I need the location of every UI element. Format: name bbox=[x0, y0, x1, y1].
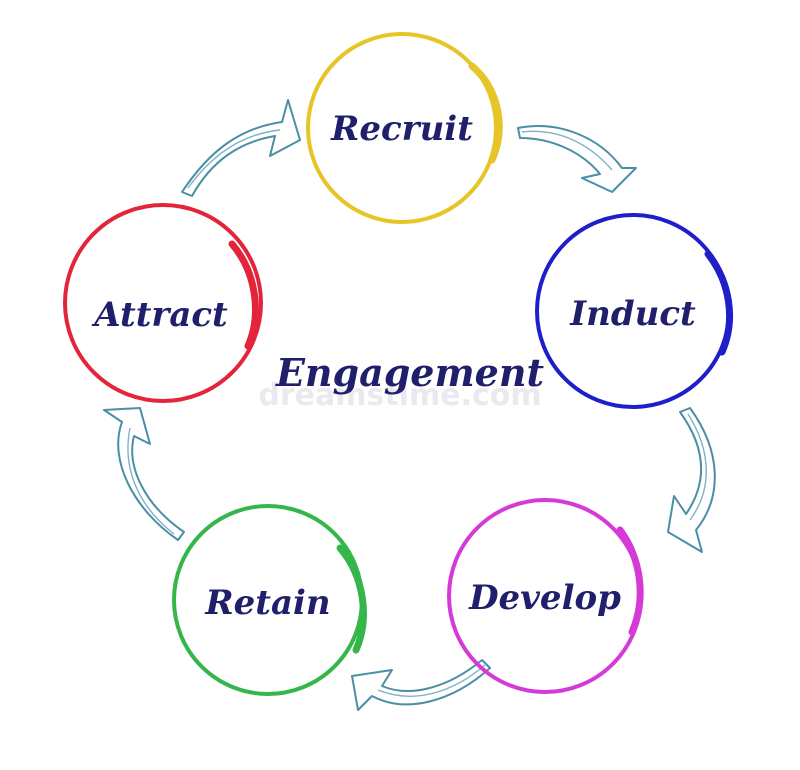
node-attract: Attract bbox=[63, 203, 263, 403]
attract-circle bbox=[63, 203, 263, 403]
develop-brush-stroke bbox=[616, 526, 644, 636]
induct-label: Induct bbox=[569, 294, 696, 334]
arrow-retain-to-attract bbox=[103, 407, 185, 541]
attract-label: Attract bbox=[91, 295, 228, 335]
node-retain: Retain bbox=[172, 504, 367, 696]
node-recruit: Recruit bbox=[306, 32, 503, 224]
watermark-text: dreamstime.com bbox=[258, 378, 541, 413]
attract-brush-stroke bbox=[228, 240, 259, 350]
node-develop: Develop bbox=[447, 498, 644, 694]
cycle-nodes: Recruit Induct Develop Retain Attract bbox=[63, 32, 734, 696]
arrow-develop-to-retain bbox=[351, 659, 491, 711]
arrow-induct-to-develop bbox=[667, 407, 716, 553]
cycle-arrows bbox=[103, 99, 716, 711]
node-induct: Induct bbox=[535, 213, 734, 409]
arrow-attract-to-recruit bbox=[181, 99, 301, 197]
recruit-label: Recruit bbox=[330, 109, 473, 149]
arrow-recruit-to-induct bbox=[517, 125, 637, 193]
center-label: Engagement bbox=[275, 350, 545, 395]
induct-brush-stroke bbox=[704, 250, 734, 356]
recruit-brush-stroke bbox=[468, 62, 503, 164]
develop-label: Develop bbox=[468, 578, 621, 618]
retain-brush-stroke bbox=[336, 544, 367, 654]
retain-label: Retain bbox=[204, 583, 330, 623]
